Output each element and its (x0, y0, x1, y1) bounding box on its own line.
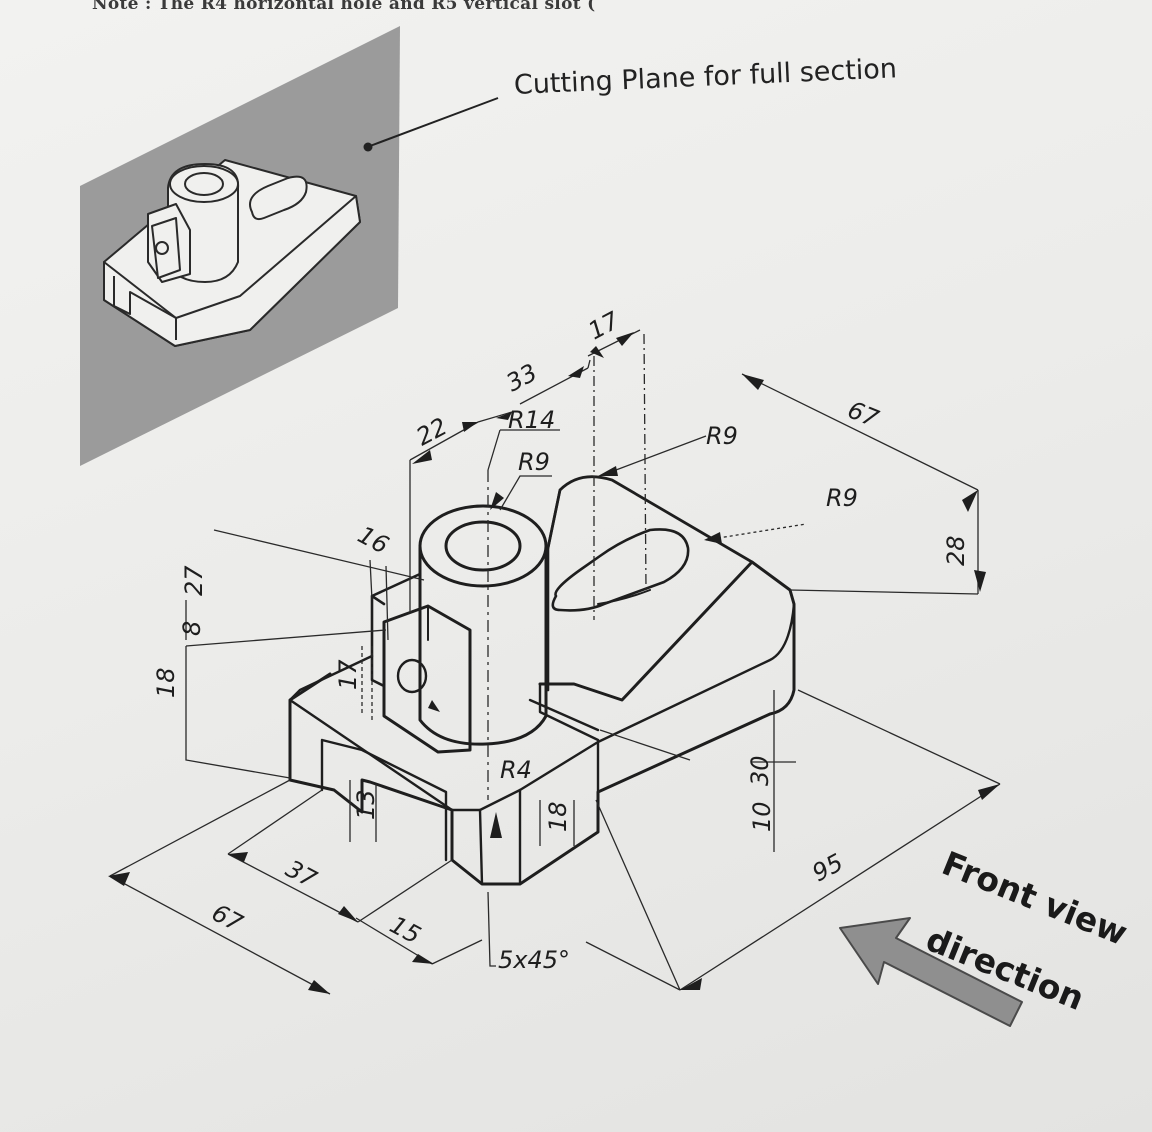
dim-37: 37 (281, 855, 322, 894)
dim-10: 10 (748, 801, 776, 832)
dim-30: 30 (746, 755, 774, 786)
dim-17-left: 17 (334, 659, 362, 690)
assignment-note: Note : The R4 horizontal hole and R5 ver… (92, 0, 596, 14)
dim-r9-top: R9 (706, 422, 738, 450)
dimension-labels: 33 17 22 R14 R9 R9 67 R9 28 16 27 8 18 1… (152, 306, 970, 974)
front-view-arrow (839, 917, 1023, 1027)
dim-16: 16 (353, 521, 393, 560)
dim-15: 15 (385, 911, 425, 950)
dimension-arrows (108, 332, 1000, 994)
dim-13: 13 (352, 789, 380, 820)
dim-18-mid: 18 (544, 801, 572, 832)
dim-8: 8 (178, 621, 206, 636)
dim-28: 28 (942, 535, 970, 566)
dim-33: 33 (502, 358, 542, 397)
dim-95: 95 (808, 848, 848, 887)
dim-r4: R4 (500, 756, 532, 784)
dim-27: 27 (180, 565, 208, 596)
dim-18-left: 18 (152, 667, 180, 698)
cutting-plane-panel (80, 26, 499, 466)
isometric-part (288, 475, 796, 886)
dim-r14: R14 (508, 406, 555, 434)
dim-22: 22 (412, 412, 452, 451)
dim-r9-center: R9 (518, 448, 550, 476)
dimension-lines (109, 329, 1001, 995)
dim-r9-right: R9 (826, 484, 858, 512)
dim-chamfer: 5x45° (498, 946, 570, 974)
